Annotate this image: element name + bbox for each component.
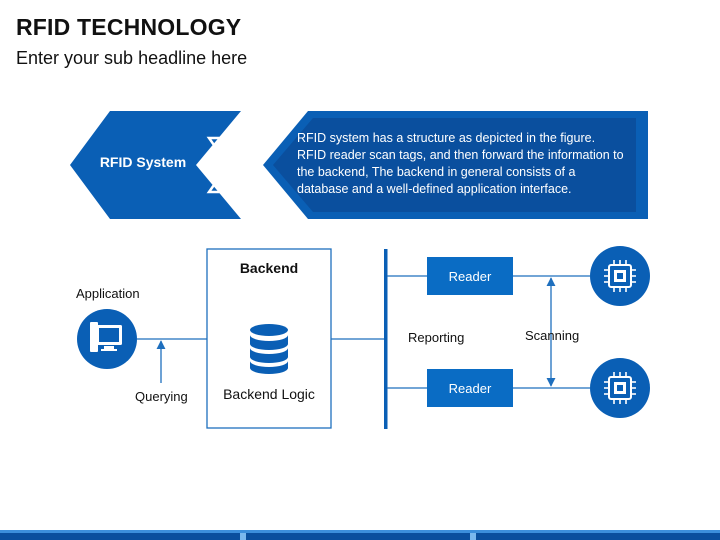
reporting-label: Reporting [408, 330, 465, 345]
querying-label: Querying [135, 389, 188, 404]
application-label: Application [76, 286, 140, 301]
reader-box-top: Reader [427, 257, 513, 295]
backend-title: Backend [239, 260, 299, 276]
rfid-flow-diagram [77, 246, 650, 429]
page-title: RFID TECHNOLOGY [16, 14, 242, 40]
banner-description: RFID system has a structure as depicted … [297, 131, 624, 196]
backend-logic-label: Backend Logic [223, 386, 315, 402]
scanning-label: Scanning [525, 328, 580, 343]
banner-chevron-outline [206, 136, 264, 194]
reporting-bus [384, 249, 388, 429]
banner-right-inner [273, 118, 636, 212]
page-subtitle: Enter your sub headline here [16, 48, 248, 68]
reader-box-bottom: Reader [427, 369, 513, 407]
chip-icon [590, 358, 650, 418]
banner-label: RFID System [99, 154, 187, 170]
chip-icon [590, 246, 650, 306]
database-icon [250, 324, 288, 374]
banner-left-arrow [70, 111, 241, 219]
footer-stripe [0, 530, 720, 540]
rfid-system-banner [70, 111, 648, 219]
desktop-computer-icon [77, 309, 137, 369]
